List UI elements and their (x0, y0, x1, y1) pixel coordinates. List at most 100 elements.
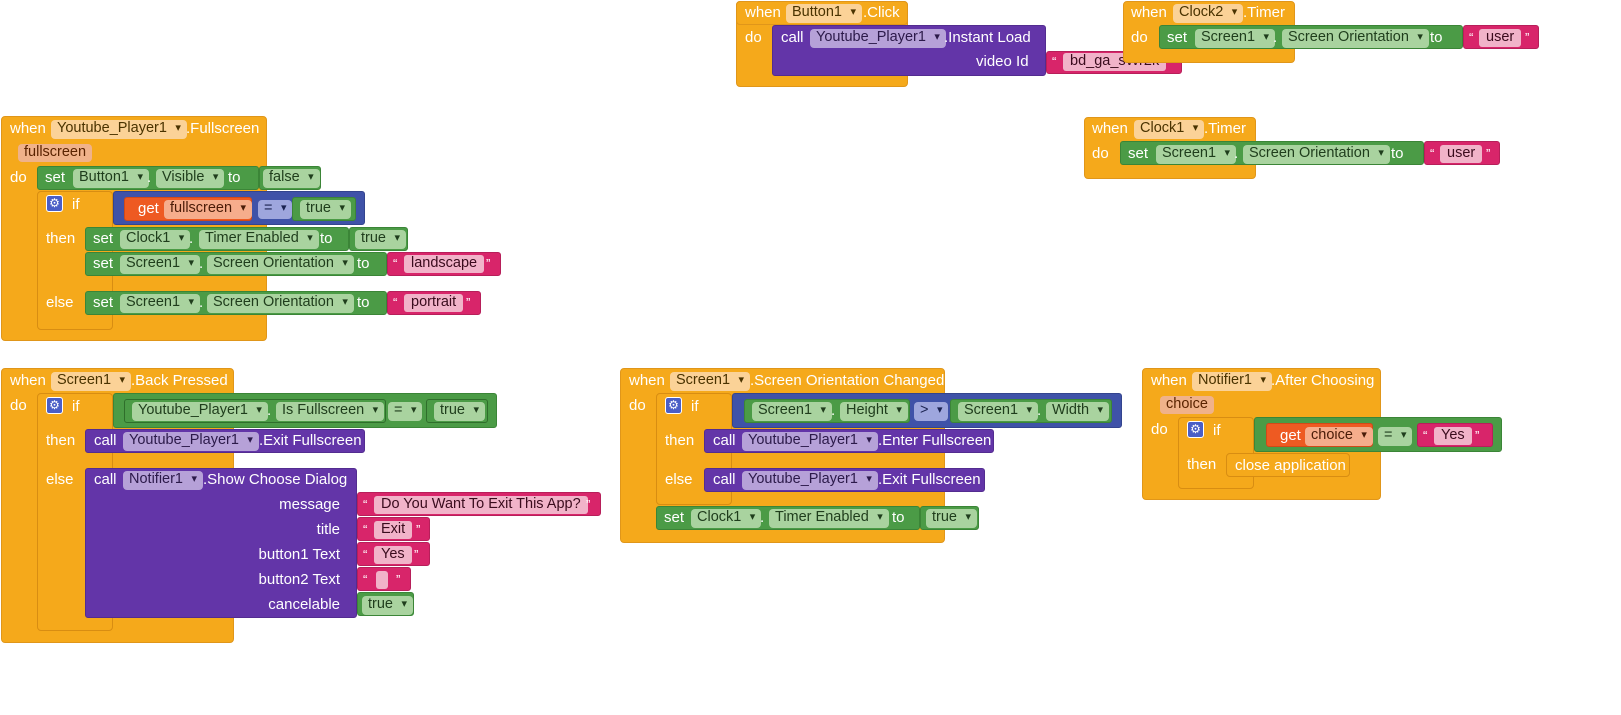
set-label: set (93, 230, 114, 247)
text-value[interactable]: portrait (404, 294, 464, 312)
else-label: else (665, 471, 693, 488)
text-value[interactable]: Do You Want To Exit This App? (374, 496, 588, 514)
if-label: if (1213, 422, 1221, 439)
component-dropdown[interactable]: Notifier1 (123, 471, 203, 490)
when-label: when (10, 120, 46, 137)
component-dropdown[interactable]: Screen1 (1195, 29, 1276, 48)
variable-dropdown[interactable]: fullscreen (164, 200, 253, 219)
component-dropdown[interactable]: Screen1 (120, 294, 201, 313)
component-dropdown[interactable]: Screen1 (51, 372, 132, 391)
gear-icon[interactable]: ⚙ (665, 397, 682, 414)
event-parameter[interactable]: fullscreen (18, 144, 93, 162)
gear-icon[interactable]: ⚙ (46, 195, 63, 212)
text-value-empty[interactable] (376, 571, 388, 589)
set-label: set (45, 169, 66, 186)
boolean-dropdown[interactable]: true (434, 402, 485, 421)
event-parameter[interactable]: choice (1160, 396, 1214, 414)
event-name: .Click (863, 4, 900, 21)
close-application-block[interactable] (1226, 453, 1350, 477)
else-label: else (46, 471, 74, 488)
to-label: to (320, 230, 333, 247)
component-dropdown[interactable]: Button1 (786, 4, 862, 23)
boolean-dropdown[interactable]: true (362, 596, 413, 615)
text-value[interactable]: user (1440, 145, 1483, 163)
text-value[interactable]: user (1479, 29, 1522, 47)
boolean-dropdown[interactable]: true (355, 230, 406, 249)
boolean-dropdown[interactable]: false (263, 169, 320, 188)
when-label: when (745, 4, 781, 21)
dot: . (1234, 145, 1239, 162)
open-quote: “ (1430, 146, 1435, 161)
component-dropdown[interactable]: Youtube_Player1 (810, 29, 946, 48)
when-label: when (1092, 120, 1128, 137)
property-dropdown[interactable]: Screen Orientation (207, 255, 354, 274)
operator-dropdown[interactable]: = (258, 200, 293, 219)
gear-icon[interactable]: ⚙ (46, 397, 63, 414)
property-dropdown[interactable]: Height (840, 402, 908, 421)
arg-label-message: message (279, 496, 340, 513)
set-label: set (1167, 29, 1188, 46)
component-dropdown[interactable]: Notifier1 (1192, 372, 1272, 391)
property-dropdown[interactable]: Screen Orientation (207, 294, 354, 313)
component-dropdown[interactable]: Screen1 (958, 402, 1039, 421)
property-dropdown[interactable]: Timer Enabled (199, 230, 319, 249)
to-label: to (357, 294, 370, 311)
property-dropdown[interactable]: Width (1046, 402, 1110, 421)
component-dropdown[interactable]: Screen1 (120, 255, 201, 274)
component-dropdown[interactable]: Clock2 (1173, 4, 1244, 23)
arg-label-cancelable: cancelable (268, 596, 340, 613)
boolean-dropdown[interactable]: true (300, 200, 351, 219)
set-label: set (93, 294, 114, 311)
method-name: .Enter Fullscreen (878, 432, 992, 449)
get-label: get (1280, 427, 1301, 444)
property-dropdown[interactable]: Is Fullscreen (276, 402, 385, 421)
open-quote: “ (393, 295, 398, 310)
call-label: call (94, 432, 117, 449)
operator-dropdown[interactable]: = (1378, 427, 1413, 446)
close-quote: ” (466, 295, 471, 310)
do-label: do (1092, 145, 1109, 162)
dot: . (267, 402, 272, 419)
variable-dropdown[interactable]: choice (1305, 427, 1373, 446)
component-dropdown[interactable]: Youtube_Player1 (123, 432, 259, 451)
open-quote: “ (363, 547, 368, 562)
component-dropdown[interactable]: Youtube_Player1 (742, 471, 878, 490)
operator-dropdown[interactable]: = (388, 402, 423, 421)
arg-label-video-id: video Id (976, 53, 1029, 70)
component-dropdown[interactable]: Clock1 (691, 509, 762, 528)
else-label: else (46, 294, 74, 311)
dot: . (1273, 29, 1278, 46)
text-value[interactable]: Yes (374, 546, 412, 564)
text-value[interactable]: landscape (404, 255, 485, 273)
when-label: when (1151, 372, 1187, 389)
text-value[interactable]: Exit (374, 521, 413, 539)
close-quote: ” (396, 572, 401, 587)
property-dropdown[interactable]: Timer Enabled (769, 509, 889, 528)
component-dropdown[interactable]: Clock1 (1134, 120, 1205, 139)
dot: . (199, 255, 204, 272)
component-dropdown[interactable]: Screen1 (1156, 145, 1237, 164)
method-name: .Instant Load (944, 29, 1031, 46)
to-label: to (1391, 145, 1404, 162)
when-label: when (10, 372, 46, 389)
component-dropdown[interactable]: Youtube_Player1 (742, 432, 878, 451)
component-dropdown[interactable]: Youtube_Player1 (132, 402, 268, 421)
do-label: do (10, 397, 27, 414)
component-dropdown[interactable]: Youtube_Player1 (51, 120, 187, 139)
open-quote: “ (363, 497, 368, 512)
operator-dropdown[interactable]: > (914, 402, 949, 421)
property-dropdown[interactable]: Visible (156, 169, 225, 188)
arg-label-button1-text: button1 Text (258, 546, 340, 563)
boolean-dropdown[interactable]: true (926, 509, 977, 528)
component-dropdown[interactable]: Screen1 (670, 372, 751, 391)
property-dropdown[interactable]: Screen Orientation (1282, 29, 1429, 48)
close-quote: ” (586, 497, 591, 512)
dot: . (760, 509, 765, 526)
text-value[interactable]: Yes (1434, 427, 1472, 445)
component-dropdown[interactable]: Screen1 (752, 402, 833, 421)
component-dropdown[interactable]: Button1 (73, 169, 149, 188)
property-dropdown[interactable]: Screen Orientation (1243, 145, 1390, 164)
component-dropdown[interactable]: Clock1 (120, 230, 191, 249)
gear-icon[interactable]: ⚙ (1187, 421, 1204, 438)
call-show-choose-dialog-block[interactable] (85, 468, 357, 618)
